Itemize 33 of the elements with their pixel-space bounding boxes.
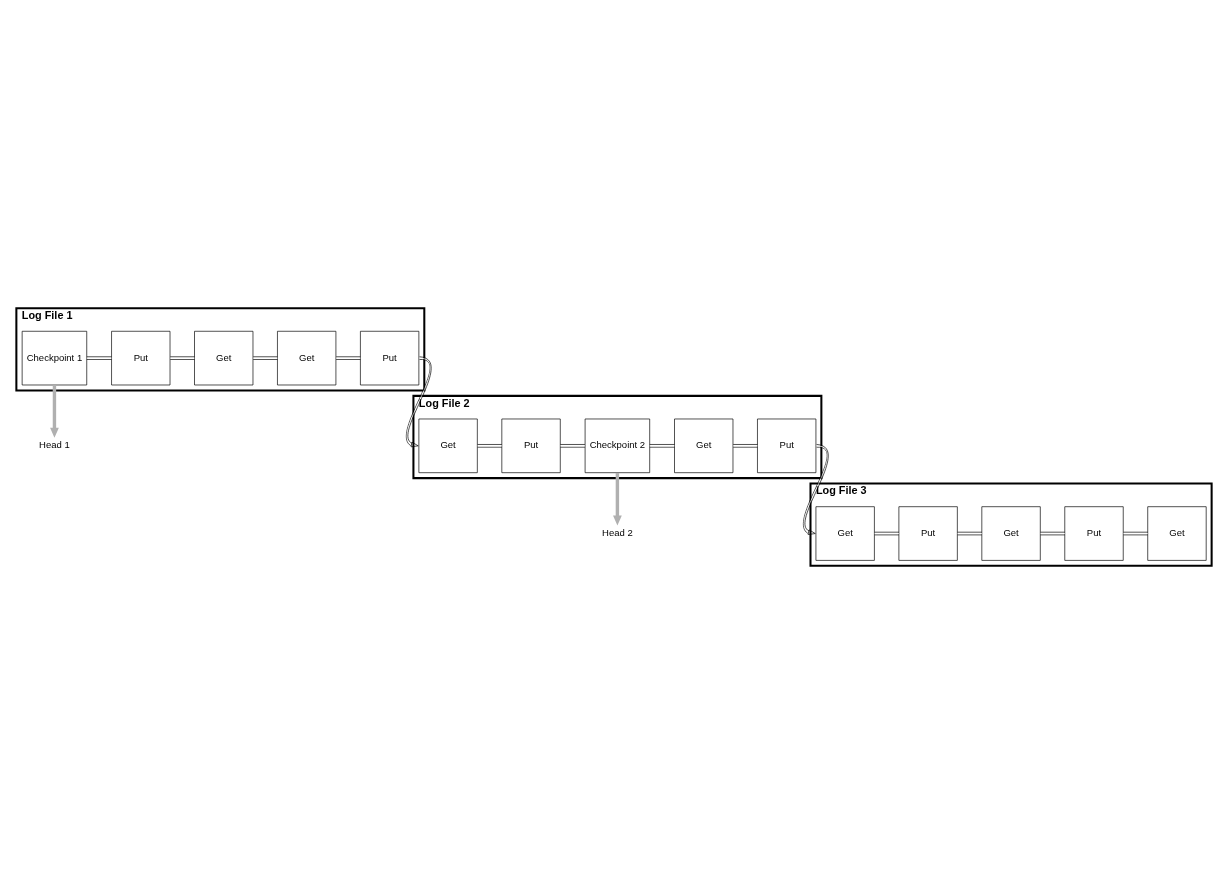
node-text: Head 2 bbox=[602, 526, 633, 538]
connector bbox=[1123, 531, 1149, 535]
node-box: Get bbox=[194, 330, 254, 385]
connector bbox=[86, 355, 112, 360]
node-box: Get bbox=[418, 418, 478, 473]
node-box: Get bbox=[1147, 505, 1207, 561]
connector bbox=[335, 355, 361, 360]
node-box: Put bbox=[757, 418, 817, 473]
connector bbox=[477, 443, 503, 448]
node-box: Put bbox=[1064, 505, 1124, 561]
connector bbox=[560, 443, 586, 448]
arrow bbox=[613, 472, 622, 525]
node-box: Put bbox=[501, 418, 561, 473]
node-box: Put bbox=[360, 330, 420, 385]
connector bbox=[874, 531, 900, 535]
node-box: Get bbox=[277, 330, 337, 385]
connector bbox=[649, 443, 675, 448]
node-box: Checkpoint 2 bbox=[584, 418, 651, 473]
node-box: Checkpoint 1 bbox=[21, 330, 88, 385]
connector bbox=[252, 355, 278, 360]
node-text: Head 1 bbox=[39, 438, 70, 450]
connector bbox=[169, 355, 195, 360]
node-box: Put bbox=[111, 330, 171, 385]
connector bbox=[1040, 531, 1066, 535]
connector bbox=[957, 531, 983, 535]
node-box: Get bbox=[674, 418, 734, 473]
node-box: Get bbox=[981, 505, 1041, 561]
arrow bbox=[406, 355, 432, 447]
connector bbox=[732, 443, 758, 448]
node-box: Get bbox=[815, 505, 875, 561]
node-box: Put bbox=[898, 505, 958, 561]
arrow bbox=[803, 443, 829, 535]
arrow bbox=[50, 384, 59, 438]
